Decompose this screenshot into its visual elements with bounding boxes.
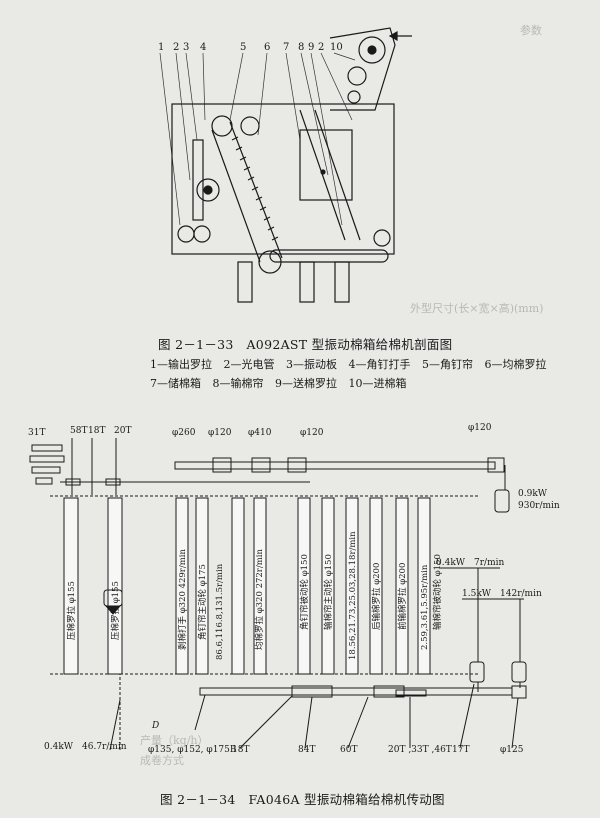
part-number: 2 (318, 42, 324, 53)
bleed-through-text: 产量（kg/h） (140, 734, 209, 747)
roller-label: 角钉帘被动轮 φ150 (299, 554, 310, 630)
gear-label: 31T (28, 428, 45, 438)
roller-bar (231, 497, 245, 675)
gear-label: 18T (88, 426, 105, 436)
roller-bar (297, 497, 311, 675)
gear-label: 58T (70, 426, 87, 436)
roller-label: 角钉帘主动轮 φ175 (197, 564, 208, 640)
figure-legend: 1—输出罗拉 2—光电管 3—振动板 4—角钉打手 5—角钉帘 6—均棉罗拉 (150, 356, 555, 372)
figure-cross-section: 1 2 3 4 5 6 7 8 9 2 10 (158, 27, 412, 303)
roller-label: 前输棉罗拉 φ200 (397, 563, 408, 630)
gear-label: 20T ,33T ,46T (388, 745, 452, 755)
legend-item: 7—储棉箱 (150, 377, 201, 390)
diagram-label: D (151, 721, 159, 731)
part-number-row: 1 2 3 4 5 6 7 8 9 2 10 (158, 42, 343, 53)
roller-bar (63, 497, 79, 675)
bleed-through-text: 外型尺寸(长×宽×高)(mm) (410, 302, 544, 315)
pulley-label: φ120 (208, 428, 232, 438)
pulley-label: φ260 (172, 428, 196, 438)
bleed-through-text: 参数 (520, 24, 542, 37)
legend-item: 1—输出罗拉 (150, 358, 212, 371)
roller-labels: 压棉罗拉 φ155 压棉罗拉 φ155 剥棉打手 φ320 429r/min 角… (66, 531, 443, 660)
motor-power: 0.4kW 46.7r/min (44, 742, 127, 752)
roller-label: 后输棉罗拉 φ200 (371, 563, 382, 630)
legend-item: 4—角钉打手 (348, 358, 411, 371)
figure-legend: 7—储棉箱 8—输棉帘 9—送棉罗拉 10—进棉箱 (150, 375, 415, 391)
motor-labels: 0.9kW 930r/min 0.4kW 7r/min 1.5kW 142r/m… (44, 489, 560, 752)
legend-item: 9—送棉罗拉 (275, 377, 337, 390)
roller-label: 输棉帘被动轮 φ150 (432, 554, 443, 630)
part-number: 2 (173, 42, 179, 53)
pulley-label: φ135, φ152, φ175B (148, 745, 237, 755)
part-number: 9 (308, 42, 314, 53)
part-number: 7 (283, 42, 289, 53)
gear-label: 20T (114, 426, 131, 436)
part-number: 10 (330, 42, 343, 53)
gear-label: 60T (340, 745, 357, 755)
part-number: 4 (200, 42, 206, 53)
part-number: 5 (240, 42, 246, 53)
gear-label: 18T (232, 745, 249, 755)
roller-bar (417, 497, 431, 675)
motor-power: 1.5kW 142r/min (462, 589, 542, 599)
legend-item: 6—均棉罗拉 (484, 358, 547, 371)
part-number: 6 (264, 42, 270, 53)
roller-label: 86.6,116.8,131.5r/min (215, 563, 225, 660)
motor-power: 0.9kW (518, 489, 548, 499)
roller-bar (195, 497, 209, 675)
figure-caption: 图 2－1－34 FA046A 型振动棉箱给棉机传动图 (160, 792, 445, 807)
pulley-label: φ120 (468, 423, 492, 433)
roller-label: 2.59,3.61,5.95r/min (420, 564, 430, 650)
figure-transmission: 31T 58T 18T 20T φ260 φ120 φ410 φ120 φ120 (28, 423, 560, 755)
roller-label: 压棉罗拉 φ155 (66, 581, 77, 640)
legend-item: 3—振动板 (286, 358, 337, 371)
motor-speed: 930r/min (518, 501, 560, 511)
legend-item: 10—进棉箱 (348, 377, 407, 390)
figure-caption: 图 2－1－33 A092AST 型振动棉箱给棉机剖面图 (158, 337, 453, 352)
top-labels: 31T 58T 18T 20T φ260 φ120 φ410 φ120 φ120 (28, 423, 492, 438)
roller-label: 输棉帘主动轮 φ150 (323, 554, 334, 630)
roller-label: 18.56,21.73,25.03,28.18r/min (348, 531, 358, 660)
bottom-labels: D φ135, φ152, φ175B 18T 84T 60T 20T ,33T… (148, 721, 524, 755)
legend-item: 8—输棉帘 (212, 377, 264, 390)
part-number: 1 (158, 42, 164, 53)
roller-label: 均棉罗拉 φ320 272r/min (254, 548, 265, 650)
roller-bar (253, 497, 267, 675)
legend-item: 2—光电管 (223, 358, 275, 371)
roller-bar (395, 497, 409, 675)
part-number: 8 (298, 42, 304, 53)
roller-bar (175, 497, 189, 675)
roller-label: 剥棉打手 φ320 429r/min (177, 548, 188, 650)
pulley-label: φ125 (500, 745, 524, 755)
pulley-label: φ120 (300, 428, 324, 438)
roller-bar (369, 497, 383, 675)
motor-power: 0.4kW 7r/min (436, 558, 504, 568)
pulley-label: φ410 (248, 428, 272, 438)
roller-bar (321, 497, 335, 675)
gear-label: 84T (298, 745, 315, 755)
part-number: 3 (183, 42, 189, 53)
legend-item: 5—角钉帘 (422, 358, 473, 371)
bleed-through-text: 成卷方式 (140, 754, 184, 767)
roller-bar (345, 497, 359, 675)
roller-bar (107, 497, 123, 675)
gear-label: 17T (452, 745, 469, 755)
